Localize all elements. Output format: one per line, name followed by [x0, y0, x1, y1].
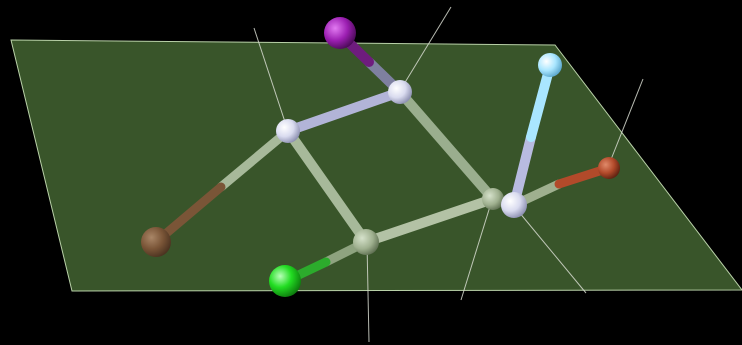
atom-fluorine — [538, 53, 562, 77]
bond-crf-f-b — [526, 61, 555, 142]
bond-ctl-cb — [283, 126, 371, 247]
atom-bromine-right — [598, 157, 620, 179]
bond-ct-crb — [395, 87, 498, 204]
pointer-line-bottom-left — [366, 242, 370, 343]
bond-ctl-brl-a — [216, 126, 293, 192]
pointer-line-right — [609, 78, 644, 163]
molecular-plane — [10, 39, 742, 292]
atom-carbon-right-back — [482, 188, 504, 210]
bond-cb-crb — [361, 194, 498, 247]
pointer-line-bottom-right — [513, 205, 587, 294]
pointer-line-top-left — [253, 27, 288, 129]
pointer-line-bottom-center — [460, 199, 493, 301]
atom-carbon-top — [388, 80, 412, 104]
atom-chlorine — [269, 265, 301, 297]
bond-ctl-ct — [283, 87, 405, 136]
atom-carbon-bottom — [353, 229, 379, 255]
pointer-line-top — [400, 6, 452, 90]
atom-carbon-top-left — [276, 119, 300, 143]
atom-carbon-right-front — [501, 192, 527, 218]
pointer-lines — [253, 6, 644, 343]
atoms — [141, 17, 620, 297]
atom-bromine-left — [141, 227, 171, 257]
atom-iodine — [324, 17, 356, 49]
